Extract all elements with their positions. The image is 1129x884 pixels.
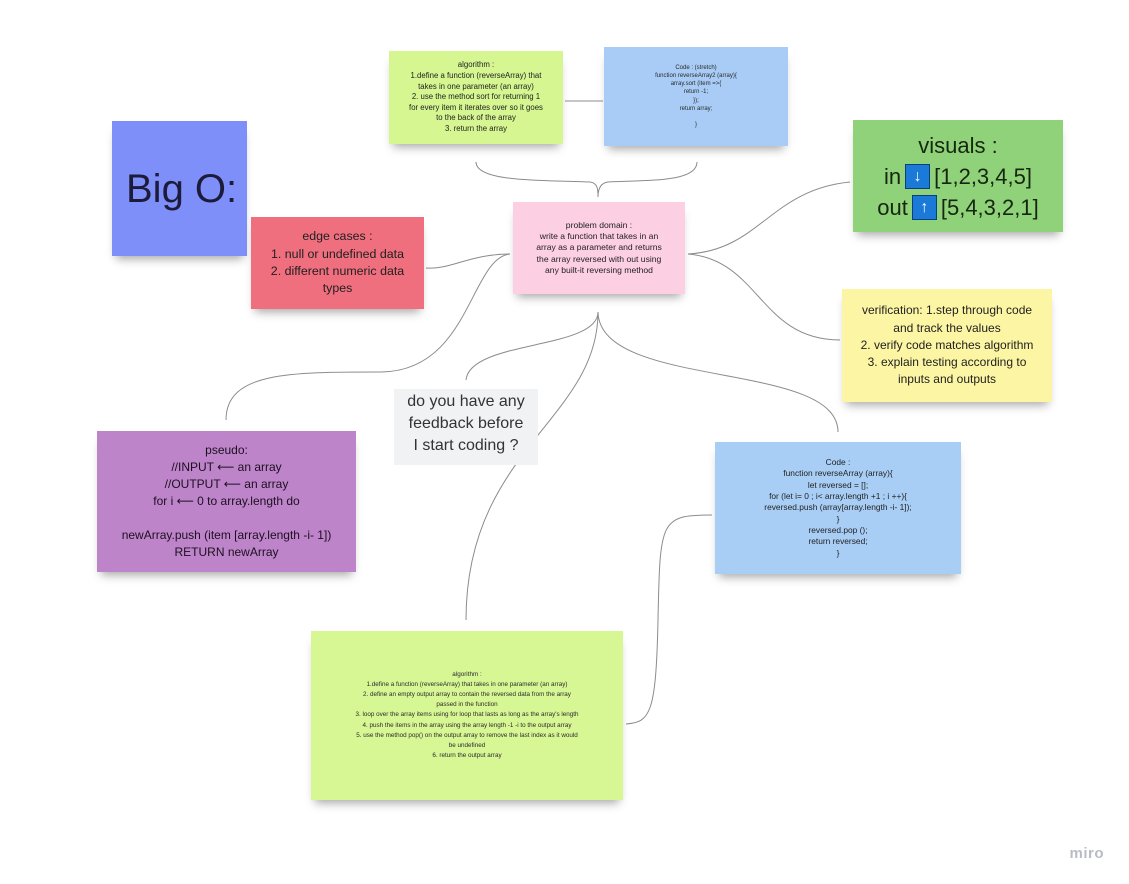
code-stretch-line-6: return array;	[679, 105, 713, 112]
verification-line-3: 2. verify code matches algorithm	[860, 337, 1034, 352]
code-stretch-line-8: }	[694, 122, 697, 128]
problem-domain-line-2: write a function that takes in an	[539, 231, 659, 242]
brace-top	[475, 161, 698, 198]
algorithm-bottom-line-1: algorithm :	[452, 670, 482, 678]
algorithm-bottom-line-9: 6. return the output array	[432, 752, 502, 760]
problem-domain-line-3: array as a parameter and returns	[536, 242, 662, 253]
code-main-line-4: for (let i= 0 ; i< array.length +1 ; i +…	[769, 491, 907, 502]
algorithm-top-line-1: algorithm :	[457, 60, 495, 70]
edge-cases-line-2: 1. null or undefined data	[271, 246, 404, 261]
algorithm-bottom-line-2: 1.define a function (reverseArray) that …	[366, 680, 568, 688]
edge-cases-line-3: 2. different numeric data	[270, 264, 405, 278]
algorithm-top-line-2: 1.define a function (reverseArray) that	[410, 71, 542, 81]
code-stretch-line-3: array.sort (item =>{	[670, 81, 722, 88]
pseudo-note[interactable]: pseudo: //INPUT ⟵ an array //OUTPUT ⟵ an…	[97, 431, 356, 572]
code-main-line-1: Code :	[825, 457, 851, 468]
algorithm-top-line-3: takes in one parameter (an array)	[418, 81, 534, 91]
algorithm-top-note[interactable]: algorithm : 1.define a function (reverse…	[389, 51, 563, 144]
algorithm-top-line-6: to the back of the array	[436, 113, 516, 123]
connector-anchor-to-code	[597, 311, 839, 433]
connector-anchor-to-algorithm-bottom	[465, 311, 599, 621]
feedback-question-text[interactable]: do you have any feedback before I start …	[394, 389, 538, 465]
visuals-in-value: [1,2,3,4,5]	[934, 163, 1032, 189]
code-main-line-2: function reverseArray (array){	[783, 468, 893, 479]
connector-problem-to-verification	[687, 253, 841, 341]
problem-domain-line-1: problem domain :	[565, 219, 633, 230]
pseudo-line-4: for i ⟵ 0 to array.length do	[153, 494, 300, 508]
pseudo-line-6: newArray.push (item [array.length -i- 1]…	[121, 528, 332, 542]
pseudo-line-3: //OUTPUT ⟵ an array	[164, 477, 289, 491]
feedback-line-1: do you have any	[407, 393, 525, 410]
algorithm-bottom-line-6: 4. push the items in the array using the…	[362, 721, 572, 729]
big-o-title: Big O:	[126, 166, 238, 211]
algorithm-bottom-line-5: 3. loop over the array items using for l…	[355, 711, 579, 719]
verification-line-5: inputs and outputs	[897, 372, 997, 387]
pseudo-line-1: pseudo:	[205, 443, 248, 457]
big-o-note[interactable]: Big O:	[112, 121, 247, 256]
code-stretch-line-2: function reverseArray2 (array){	[655, 72, 737, 79]
arrow-down-icon: ↓	[905, 163, 931, 189]
visuals-in-label: in	[884, 163, 902, 189]
code-main-line-7: reversed.pop ();	[808, 524, 868, 535]
problem-domain-line-5: any built-it reversing method	[545, 264, 653, 275]
miro-logo: miro	[1069, 845, 1104, 862]
pseudo-line-2: //INPUT ⟵ an array	[171, 460, 282, 474]
feedback-line-3: I start coding ?	[413, 437, 519, 454]
algorithm-top-line-5: for every item it iterates over so it go…	[409, 102, 543, 112]
verification-line-1: verification: 1.step through code	[861, 303, 1033, 318]
code-main-line-6: }	[836, 513, 840, 524]
problem-domain-line-4: the array reversed with out using	[536, 253, 662, 264]
edge-cases-line-4: types	[322, 281, 353, 296]
visuals-out-row: out ↑ [5,4,3,2,1]	[877, 192, 1039, 223]
visuals-out-value: [5,4,3,2,1]	[940, 194, 1039, 220]
algorithm-bottom-note[interactable]: algorithm : 1.define a function (reverse…	[311, 631, 623, 800]
algorithm-bottom-line-8: be undefined	[448, 742, 486, 749]
visuals-note[interactable]: visuals : in ↓ [1,2,3,4,5] out ↑ [5,4,3,…	[853, 120, 1063, 232]
connector-code-to-algorithm-bottom	[625, 514, 713, 725]
code-main-line-3: let reversed = [];	[807, 479, 869, 490]
code-main-line-9: }	[836, 547, 840, 558]
edge-cases-line-1: edge cases :	[302, 229, 373, 244]
algorithm-bottom-line-4: passed in the function	[436, 701, 498, 709]
verification-line-4: 3. explain testing according to	[867, 355, 1027, 370]
arrow-up-icon: ↑	[911, 194, 937, 220]
edge-cases-note[interactable]: edge cases : 1. null or undefined data 2…	[251, 217, 424, 309]
algorithm-top-line-7: 3. return the array	[445, 123, 507, 133]
algorithm-top-line-4: 2. use the method sort for returning 1	[411, 92, 541, 102]
code-main-line-5: reversed.push (array[array.length -i- 1]…	[764, 502, 912, 513]
code-stretch-line-5: });	[693, 97, 699, 104]
verification-line-2: and track the values	[893, 320, 1001, 335]
code-main-note[interactable]: Code : function reverseArray (array){ le…	[715, 442, 961, 574]
connector-problem-to-visuals	[687, 181, 851, 255]
code-stretch-line-4: return -1;	[683, 89, 709, 96]
connector-problem-to-edge	[425, 253, 511, 269]
visuals-out-label: out	[877, 194, 908, 220]
code-stretch-note[interactable]: Code : (stretch) function reverseArray2 …	[604, 47, 788, 146]
connector-anchor-to-feedback	[465, 311, 599, 381]
feedback-line-2: feedback before	[408, 415, 524, 432]
pseudo-line-7: RETURN newArray	[174, 545, 279, 559]
algorithm-bottom-line-3: 2. define an empty output array to conta…	[363, 690, 571, 698]
code-main-line-8: return reversed;	[808, 536, 868, 547]
visuals-title: visuals :	[918, 132, 998, 158]
connector-problem-to-pseudo	[225, 253, 511, 421]
code-stretch-line-1: Code : (stretch)	[675, 64, 717, 71]
algorithm-bottom-line-7: 5. use the method pop() on the output ar…	[356, 731, 578, 739]
visuals-in-row: in ↓ [1,2,3,4,5]	[884, 161, 1032, 192]
problem-domain-note[interactable]: problem domain : write a function that t…	[513, 202, 685, 294]
verification-note[interactable]: verification: 1.step through code and tr…	[842, 289, 1052, 402]
